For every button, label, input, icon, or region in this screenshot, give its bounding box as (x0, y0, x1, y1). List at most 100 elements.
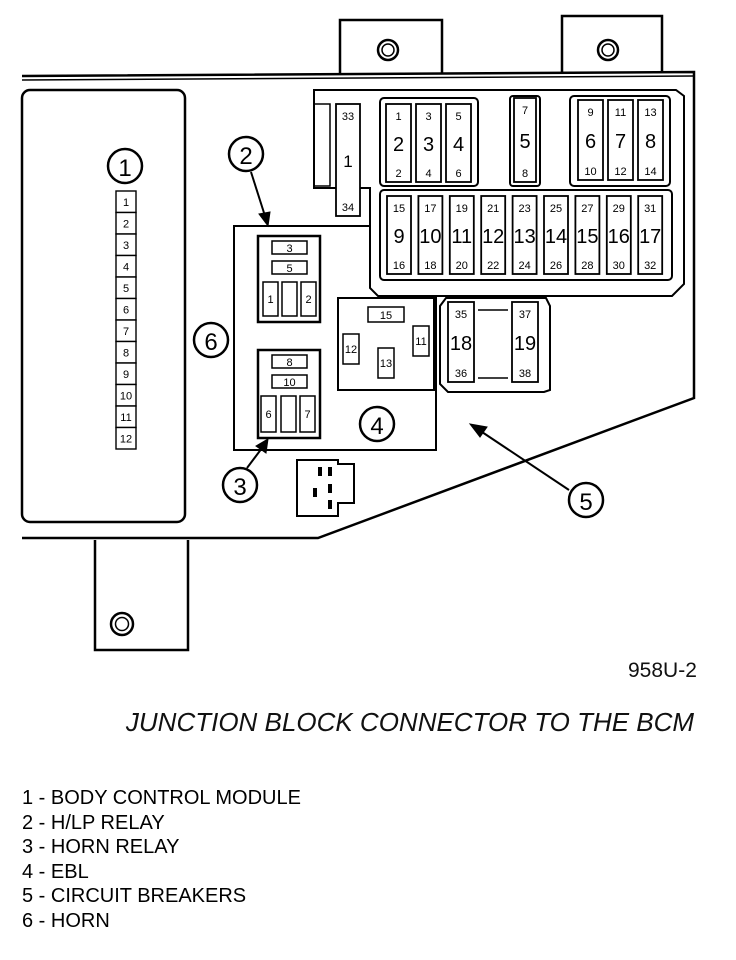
fuse-terminal-label: 19 (456, 203, 468, 215)
fuse-body (385, 103, 412, 183)
callout-3: 3 (221, 466, 259, 504)
fuse-terminal-label: 31 (644, 203, 656, 215)
fuse-body (607, 99, 634, 181)
svg-text:1: 1 (118, 155, 131, 182)
fuse-terminal-label: 29 (613, 203, 625, 215)
arrowhead-5 (468, 423, 488, 438)
fuse-terminal-label: 5 (455, 111, 461, 123)
fuse-body (480, 195, 507, 275)
fuse-terminal-label: 32 (644, 260, 656, 272)
fuse-number: 19 (514, 333, 536, 355)
bcm-pin-label: 6 (123, 305, 129, 317)
fuse-number: 14 (545, 226, 567, 248)
mounting-hole-top-right-inner (601, 43, 615, 57)
fuse-body (415, 103, 442, 183)
svg-text:6: 6 (265, 409, 271, 421)
svg-text:15: 15 (380, 310, 392, 322)
svg-text:13: 13 (380, 358, 392, 370)
fuse-terminal-label: 12 (614, 166, 626, 178)
fuse-body (637, 195, 664, 275)
fuse-terminal-label: 22 (487, 260, 499, 272)
fuse-number: 1 (343, 152, 352, 171)
svg-text:5: 5 (286, 263, 292, 275)
fuse-number: 5 (519, 131, 530, 153)
legend-list: 1 - BODY CONTROL MODULE 2 - H/LP RELAY 3… (22, 786, 301, 934)
svg-text:2: 2 (305, 294, 311, 306)
fuse-terminal-label: 15 (393, 203, 405, 215)
fuse-terminal-label: 11 (615, 107, 626, 119)
bcm-pin-label: 9 (123, 369, 129, 381)
bcm-pin-label: 1 (123, 197, 129, 209)
mounting-hole-top-left (376, 38, 400, 62)
bcm-pin-label: 11 (120, 412, 131, 424)
bcm-pin-label: 12 (120, 434, 132, 446)
fuse-upper-left-outline (314, 103, 331, 187)
fuse-terminal-label: 1 (395, 111, 401, 123)
fuse-terminal-label: 13 (644, 107, 656, 119)
fuse-terminal-label: 30 (613, 260, 625, 272)
relay-area-outline (233, 225, 437, 451)
fuse-terminal-label: 35 (455, 309, 467, 321)
bcm-pin-label: 5 (123, 283, 129, 295)
bcm-pin-cell (115, 426, 137, 450)
fuse-body (447, 301, 475, 383)
fuse-number: 15 (576, 226, 598, 248)
figure-id: 958U-2 (628, 659, 697, 682)
fuse-terminal-label: 14 (644, 166, 656, 178)
bcm-pin-label: 8 (123, 348, 129, 360)
fuse-number: 13 (513, 226, 535, 248)
fuse-terminal-label: 7 (522, 105, 528, 117)
fuse-body (577, 99, 604, 181)
fuse-terminal-label: 3 (425, 111, 431, 123)
hlp-relay: 3 5 1 2 (256, 234, 322, 324)
fuse-terminal-label: 34 (342, 202, 354, 214)
fuse-terminal-label: 9 (587, 107, 593, 119)
mounting-hole-top-left-inner (381, 43, 395, 57)
legend-item: 6 - HORN (22, 909, 110, 932)
fuse-terminal-label: 24 (518, 260, 530, 272)
svg-text:6: 6 (204, 329, 217, 356)
svg-text:3: 3 (286, 243, 292, 255)
legend-item: 4 - EBL (22, 860, 89, 883)
fuse-terminal-label: 2 (395, 168, 401, 180)
fuse-terminal-label: 21 (487, 203, 499, 215)
fuse-number: 17 (639, 226, 661, 248)
fuse-terminal-label: 10 (584, 166, 596, 178)
callout-4: 4 (358, 405, 396, 443)
fuse-body (574, 195, 601, 275)
arrowhead-2 (258, 211, 271, 228)
callout-6: 6 (192, 321, 230, 359)
fuse: 758 (513, 97, 537, 183)
mounting-tab-top-left (338, 18, 444, 78)
fuse-group: 3313412233454675896101171213814159161710… (335, 97, 664, 383)
svg-text:7: 7 (304, 409, 310, 421)
fuse-body (417, 195, 444, 275)
svg-text:2: 2 (239, 143, 252, 170)
bcm-pin-label: 10 (120, 391, 132, 403)
fuse-body (605, 195, 632, 275)
horn-relay: 8 10 6 7 (256, 348, 322, 440)
callout-5: 5 (567, 481, 605, 519)
fuse-terminal-label: 20 (456, 260, 468, 272)
bcm-pin-label: 3 (123, 240, 129, 252)
fuse-body (386, 195, 412, 275)
fuse-number: 18 (450, 333, 472, 355)
svg-text:1: 1 (267, 294, 273, 306)
mounting-tab-top-right (560, 14, 664, 72)
fuse-group-a-outline (379, 97, 479, 187)
fuse-body (335, 103, 361, 217)
callout-2: 2 (227, 135, 265, 173)
fuse-terminal-label: 33 (342, 111, 354, 123)
leader-line-5 (481, 431, 570, 491)
fuse: 33 1 34 (335, 103, 361, 217)
fuse-number: 11 (451, 226, 472, 248)
